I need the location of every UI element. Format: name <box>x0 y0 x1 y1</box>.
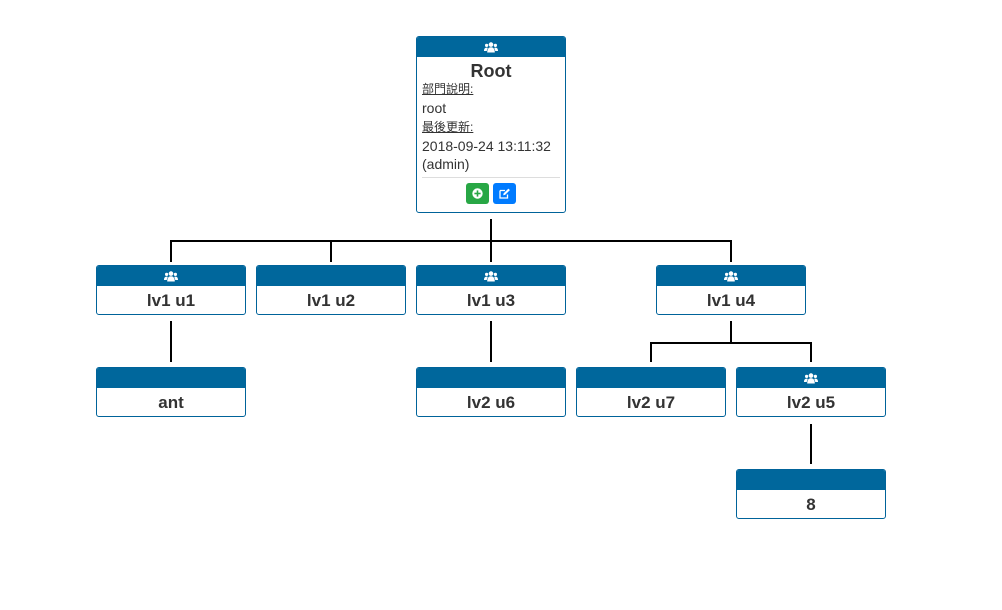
users-icon <box>484 270 498 281</box>
plus-circle-icon <box>472 188 483 199</box>
users-icon <box>804 372 818 383</box>
add-child-button[interactable] <box>466 183 489 204</box>
edit-button[interactable] <box>493 183 516 204</box>
node-title: lv2 u5 <box>786 393 836 412</box>
org-node-lv1-u1[interactable]: lv1 u1 <box>96 265 246 315</box>
org-node-lv2-u6[interactable]: lv2 u6 <box>416 367 566 417</box>
root-node[interactable]: Root 部門說明: root 最後更新: 2018-09-24 13:11:3… <box>416 36 566 213</box>
node-header <box>577 368 725 388</box>
node-title: lv2 u7 <box>626 393 676 412</box>
updated-label: 最後更新: <box>422 120 474 134</box>
root-actions <box>422 177 560 204</box>
org-node-8[interactable]: 8 <box>736 469 886 519</box>
description-label: 部門說明: <box>422 82 474 96</box>
node-title: 8 <box>806 495 816 514</box>
updated-time: 2018-09-24 13:11:32 <box>422 138 551 154</box>
org-node-lv1-u3[interactable]: lv1 u3 <box>416 265 566 315</box>
description-value: root <box>422 100 447 116</box>
org-node-lv1-u4[interactable]: lv1 u4 <box>656 265 806 315</box>
org-node-lv1-u2[interactable]: lv1 u2 <box>256 265 406 315</box>
node-header <box>737 368 885 388</box>
node-title: ant <box>158 393 184 412</box>
node-header <box>417 368 565 388</box>
node-header <box>257 266 405 286</box>
updated-by: (admin) <box>422 156 470 172</box>
node-header <box>97 368 245 388</box>
users-icon <box>724 270 738 281</box>
node-title: lv1 u1 <box>146 291 196 310</box>
node-header <box>417 266 565 286</box>
root-title: Root <box>470 61 512 81</box>
node-header <box>737 470 885 490</box>
node-title: lv2 u6 <box>466 393 516 412</box>
org-node-lv2-u5[interactable]: lv2 u5 <box>736 367 886 417</box>
users-icon <box>484 41 498 52</box>
edit-icon <box>498 188 510 199</box>
org-node-ant[interactable]: ant <box>96 367 246 417</box>
node-header <box>97 266 245 286</box>
org-node-lv2-u7[interactable]: lv2 u7 <box>576 367 726 417</box>
node-title: lv1 u3 <box>466 291 516 310</box>
node-header <box>417 37 565 57</box>
node-title: lv1 u2 <box>306 291 356 310</box>
users-icon <box>164 270 178 281</box>
node-header <box>657 266 805 286</box>
node-title: lv1 u4 <box>706 291 756 310</box>
